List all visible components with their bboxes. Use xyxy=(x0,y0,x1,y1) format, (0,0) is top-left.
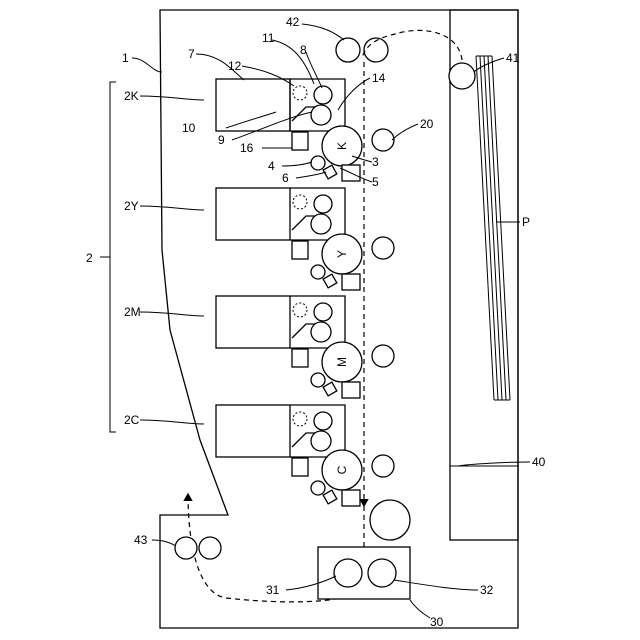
label-2K: 2K xyxy=(124,89,139,103)
exit-roller-a xyxy=(175,537,197,559)
label-11: 11 xyxy=(262,31,275,45)
label-6: 6 xyxy=(282,171,289,185)
label-2: 2 xyxy=(86,251,93,265)
label-5: 5 xyxy=(372,175,379,189)
image-unit-2K xyxy=(216,79,394,181)
image-unit-2C xyxy=(216,405,394,506)
label-40: 40 xyxy=(532,455,546,469)
label-4: 4 xyxy=(268,159,275,173)
printer-housing xyxy=(160,10,518,628)
label-9: 9 xyxy=(218,133,225,147)
label-20: 20 xyxy=(420,117,434,131)
drum-label-M: M xyxy=(335,357,349,367)
exit-roller-b xyxy=(199,537,221,559)
label-42: 42 xyxy=(286,15,300,29)
group-bracket xyxy=(110,82,116,432)
label-P: P xyxy=(522,215,530,229)
paper-stack xyxy=(476,56,510,400)
label-3: 3 xyxy=(372,155,379,169)
label-7: 7 xyxy=(188,47,195,61)
fixing-roller-31 xyxy=(334,559,362,587)
label-10: 10 xyxy=(182,121,196,135)
secondary-roller xyxy=(370,500,410,540)
label-43: 43 xyxy=(134,533,148,547)
label-31: 31 xyxy=(266,583,280,597)
label-2M: 2M xyxy=(124,305,141,319)
label-2C: 2C xyxy=(124,413,140,427)
label-41: 41 xyxy=(506,51,520,65)
label-16: 16 xyxy=(240,141,254,155)
label-12: 12 xyxy=(228,59,242,73)
label-14: 14 xyxy=(372,71,386,85)
drum-label-Y: Y xyxy=(335,250,349,258)
label-1: 1 xyxy=(122,51,129,65)
image-unit-2Y xyxy=(216,188,394,290)
drum-label-K: K xyxy=(335,142,349,150)
label-30: 30 xyxy=(430,615,444,629)
fixing-roller-32 xyxy=(368,559,396,587)
feed-roller-b xyxy=(364,38,388,62)
label-32: 32 xyxy=(480,583,494,597)
image-unit-2M xyxy=(216,296,394,398)
drum-label-C: C xyxy=(335,465,349,474)
label-2Y: 2Y xyxy=(124,199,139,213)
pickup-roller xyxy=(449,63,475,89)
feed-roller-a xyxy=(336,38,360,62)
label-8: 8 xyxy=(300,43,307,57)
